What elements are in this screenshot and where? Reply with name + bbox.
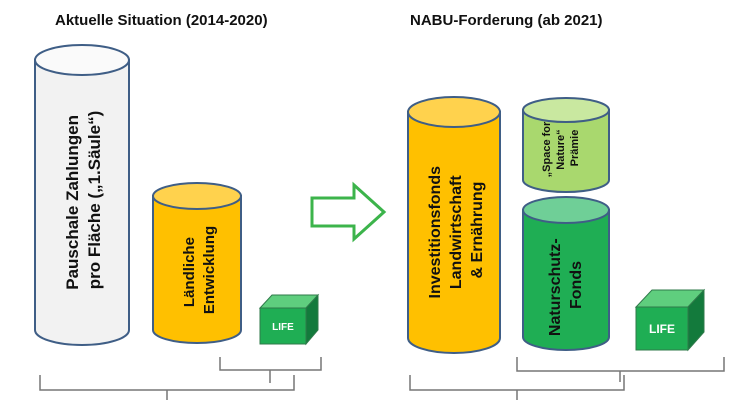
nature-fund-cylinder: Naturschutz- Fonds (522, 196, 610, 351)
pillar1-line1: Pauschale Zahlungen (63, 115, 82, 290)
rural-line2: Entwicklung (201, 226, 218, 314)
life-label-left: LIFE (272, 322, 294, 333)
braces (39, 357, 725, 400)
rural-line1: Ländliche (181, 237, 198, 307)
rural-cylinder: Ländliche Entwicklung (152, 182, 242, 344)
svg-text:Investitionsfonds Land: Investitionsfonds Landwirtschaft & Ernäh… (427, 162, 486, 299)
space-line3: Prämie (569, 130, 581, 167)
invest-line2: Landwirtschaft (448, 175, 465, 289)
nature-line1: Naturschutz- (547, 238, 564, 336)
invest-cylinder: Investitionsfonds Landwirtschaft & Ernäh… (407, 96, 501, 354)
pillar1-line2: pro Fläche („1.Säule“) (85, 111, 104, 290)
life-label-right: LIFE (649, 322, 675, 336)
arrow-icon (310, 181, 387, 243)
invest-line3: & Ernährung (469, 182, 486, 279)
svg-text:Naturschutz- Fonds: Naturschutz- Fonds (547, 234, 585, 336)
svg-text:„Space for Nature“: „Space for Nature“ Prämie (541, 119, 581, 178)
pillar1-cylinder: Pauschale Zahlungen pro Fläche („1.Säule… (34, 44, 130, 346)
nature-line2: Fonds (568, 261, 585, 309)
space-line2: Nature“ (555, 129, 567, 169)
invest-line1: Investitionsfonds (427, 166, 444, 299)
left-title: Aktuelle Situation (2014-2020) (55, 12, 268, 29)
svg-text:Ländliche Entwicklung: Ländliche Entwicklung (181, 226, 218, 314)
space-line1: „Space for (541, 121, 553, 177)
space-for-nature-cylinder: „Space for Nature“ Prämie (522, 97, 610, 193)
life-cube-right: LIFE (634, 288, 706, 352)
right-title: NABU-Forderung (ab 2021) (410, 12, 603, 29)
svg-text:Pauschale Zahlungen pr: Pauschale Zahlungen pro Fläche („1.Säule… (63, 110, 104, 290)
life-cube-left: LIFE (258, 293, 320, 346)
